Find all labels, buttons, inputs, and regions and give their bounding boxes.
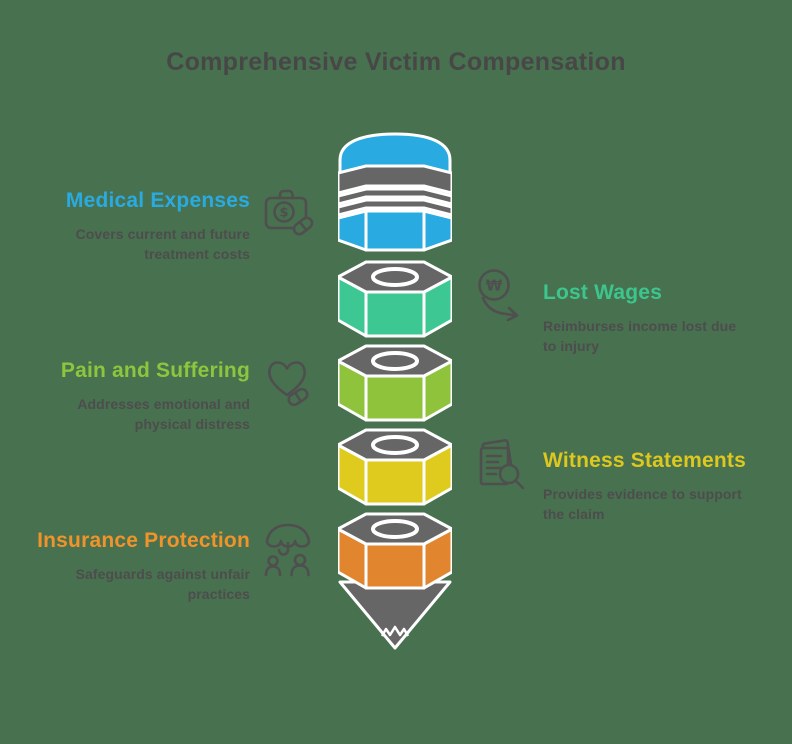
heart-pill-icon [268, 361, 309, 407]
item-witness-statements-title: Witness Statements [543, 449, 746, 472]
pencil-segment-medical-expenses [338, 132, 452, 252]
item-pain-and-suffering-title: Pain and Suffering [60, 359, 250, 382]
medical-bag-icon: $ [264, 189, 314, 236]
item-lost-wages: Lost Wages Reimburses income lost due to… [543, 280, 758, 356]
pencil-segment-insurance-protection [338, 512, 452, 590]
item-pain-and-suffering: Pain and Suffering Addresses emotional a… [20, 358, 250, 434]
item-medical-expenses-description: Covers current and future treatment cost… [75, 226, 250, 262]
item-lost-wages-title: Lost Wages [543, 281, 663, 304]
item-insurance-protection: Insurance Protection Safeguards against … [20, 528, 250, 604]
pencil-tip-shape [338, 580, 452, 650]
item-medical-expenses: Medical Expenses Covers current and futu… [20, 188, 250, 264]
svg-text:$: $ [279, 206, 288, 221]
item-insurance-protection-title: Insurance Protection [37, 529, 250, 552]
pencil-segment-pain-and-suffering [338, 344, 452, 422]
pencil-graphic [338, 132, 452, 650]
umbrella-people-icon [264, 523, 311, 577]
item-lost-wages-description: Reimburses income lost due to injury [543, 318, 737, 354]
item-pain-and-suffering-description: Addresses emotional and physical distres… [77, 396, 250, 432]
document-search-icon [479, 439, 525, 490]
item-insurance-protection-description: Safeguards against unfair practices [75, 566, 250, 602]
page-title: Comprehensive Victim Compensation [166, 48, 626, 76]
wages-decline-icon: ₩ [478, 269, 519, 322]
item-medical-expenses-title: Medical Expenses [65, 189, 250, 212]
item-witness-statements: Witness Statements Provides evidence to … [543, 448, 758, 524]
svg-text:₩: ₩ [486, 277, 503, 295]
item-witness-statements-description: Provides evidence to support the claim [543, 486, 742, 522]
pencil-segment-lost-wages [338, 260, 452, 338]
pencil-segment-witness-statements [338, 428, 452, 506]
